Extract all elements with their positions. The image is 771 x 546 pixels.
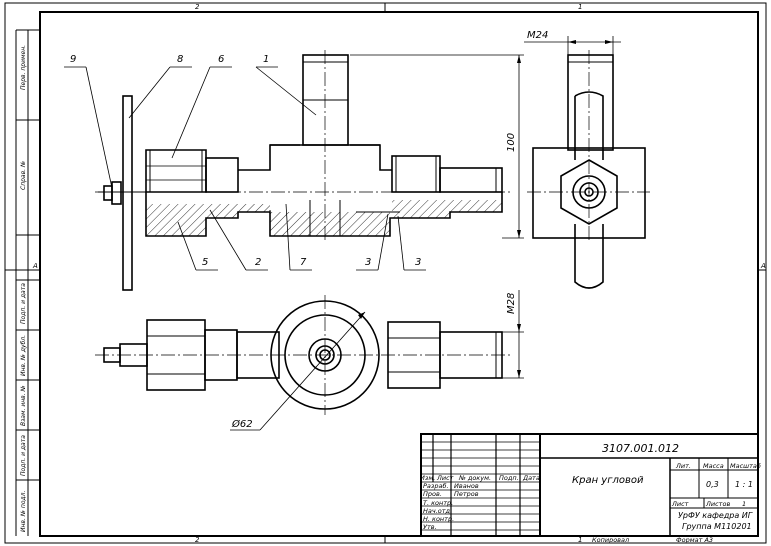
drawing-number: 3107.001.012 [602, 442, 679, 455]
leader-8: 8 [177, 54, 183, 65]
tb-sheets-count: 1 [742, 500, 746, 508]
tb-razrab-name: Иванов [454, 482, 479, 490]
leader-3b: 3 [415, 257, 421, 268]
leader-3a: 3 [365, 257, 371, 268]
side-label-1: Справ. № [20, 161, 27, 190]
tb-mass: 0,3 [706, 480, 719, 489]
dimension-arrows [358, 40, 613, 378]
tb-stage-hdr: Лит. [675, 462, 691, 470]
side-columns [15, 29, 40, 536]
leader-6: 6 [218, 54, 224, 65]
side-label-4: Взам. инв. № [20, 385, 27, 426]
tb-prov: Пров. [423, 490, 442, 498]
zone-left: A [32, 262, 38, 270]
side-label-5: Подп. и дата [20, 435, 27, 476]
leader-1: 1 [263, 54, 269, 65]
tb-org1: УрФУ кафедра ИГ [678, 511, 753, 520]
tb-tkontr: Т. контр. [423, 499, 453, 507]
tb-prov-name: Петров [454, 490, 479, 498]
tb-nachotd: Нач.отд. [423, 507, 452, 515]
leader-7: 7 [300, 257, 307, 268]
tb-list: Лист [436, 474, 454, 482]
tb-doc: № докум. [458, 474, 491, 482]
leader-2: 2 [255, 257, 261, 268]
zone-top-1: 2 [195, 3, 200, 11]
tb-copied: Копировал [592, 536, 629, 544]
dim-100: 100 [506, 133, 517, 152]
tb-razrab: Разраб. [423, 482, 449, 490]
zone-bottom-2: 1 [578, 536, 582, 544]
dim-m24: M24 [527, 30, 548, 41]
zone-bottom-1: 2 [195, 536, 200, 544]
zone-right: A [760, 262, 766, 270]
tb-sheets: Листов [705, 500, 730, 508]
leader-lines [64, 66, 426, 271]
drawing-title: Кран угловой [572, 475, 644, 486]
zone-top-2: 1 [578, 3, 582, 11]
tb-scale: 1 : 1 [735, 480, 753, 489]
dim-d62: Ø62 [231, 418, 253, 430]
section-hatching [146, 200, 502, 236]
side-label-3: Инв. № дубл. [20, 335, 27, 376]
side-label-6: Инв. № подл. [20, 491, 27, 532]
side-label-0: Перв. примен. [20, 45, 27, 90]
tb-sheet: Лист [671, 500, 689, 508]
tb-utv: Утв. [423, 523, 437, 531]
tb-sign: Подп. [499, 474, 519, 482]
side-view [532, 54, 646, 289]
drawing-frame [39, 11, 759, 537]
tb-scale-hdr: Масштаб [730, 462, 761, 470]
tb-izm: Изм. [420, 474, 435, 482]
tb-org2: Группа М110201 [682, 522, 752, 531]
zone-marks [5, 3, 766, 543]
dim-m28: M28 [506, 293, 517, 314]
dimension-lines [230, 36, 621, 431]
leader-9: 9 [70, 54, 76, 65]
top-view [103, 300, 503, 410]
side-label-2: Подп. и дата [20, 283, 27, 324]
title-block [420, 433, 759, 537]
tb-mass-hdr: Масса [703, 462, 724, 470]
leader-5: 5 [202, 257, 208, 268]
tb-nkontr: Н. контр. [423, 515, 454, 523]
tb-date: Дата [522, 474, 540, 482]
tb-format: Формат A3 [676, 536, 713, 544]
